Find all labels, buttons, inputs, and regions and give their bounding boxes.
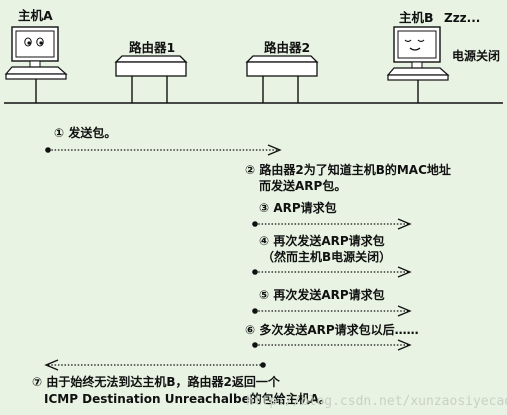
step5-arrow — [252, 305, 412, 317]
step4-text-line2: （然而主机B电源关闭） — [262, 250, 392, 264]
host-b-computer-icon — [386, 26, 450, 81]
step7-text-line2: ICMP Destination Unreachalbe的包给主机A。 — [44, 392, 332, 406]
power-off-label: 电源关闭 — [452, 49, 501, 63]
step7-arrow — [44, 359, 266, 371]
step2-text-line1: ② 路由器2为了知道主机B的MAC地址 — [245, 163, 451, 177]
step3-text: ③ ARP请求包 — [259, 201, 337, 215]
step6-text: ⑥ 多次发送ARP请求包以后…… — [245, 323, 419, 337]
router2-icon — [245, 55, 319, 77]
router1-icon — [114, 55, 188, 77]
step7-text-line1: ⑦ 由于始终无法到达主机B，路由器2返回一个 — [32, 375, 280, 389]
step4-arrow — [252, 266, 412, 278]
step3-arrow — [252, 218, 412, 230]
router2-label: 路由器2 — [264, 40, 311, 55]
watermark: http://blog.csdn.net/xunzaosiyecao — [246, 394, 507, 409]
zzz-label: Zzz... — [444, 11, 481, 25]
step1-text: ① 发送包。 — [54, 126, 117, 140]
step6-arrow — [252, 339, 412, 351]
router1-label: 路由器1 — [129, 40, 176, 55]
host-b-label: 主机B — [399, 10, 434, 25]
host-a-label: 主机A — [18, 8, 53, 23]
step4-text-line1: ④ 再次发送ARP请求包 — [259, 234, 385, 248]
host-a-computer-icon — [4, 26, 68, 80]
step5-text: ⑤ 再次发送ARP请求包 — [259, 288, 385, 302]
step2-text-line2: 而发送ARP包。 — [259, 179, 347, 193]
step1-arrow — [45, 144, 282, 156]
